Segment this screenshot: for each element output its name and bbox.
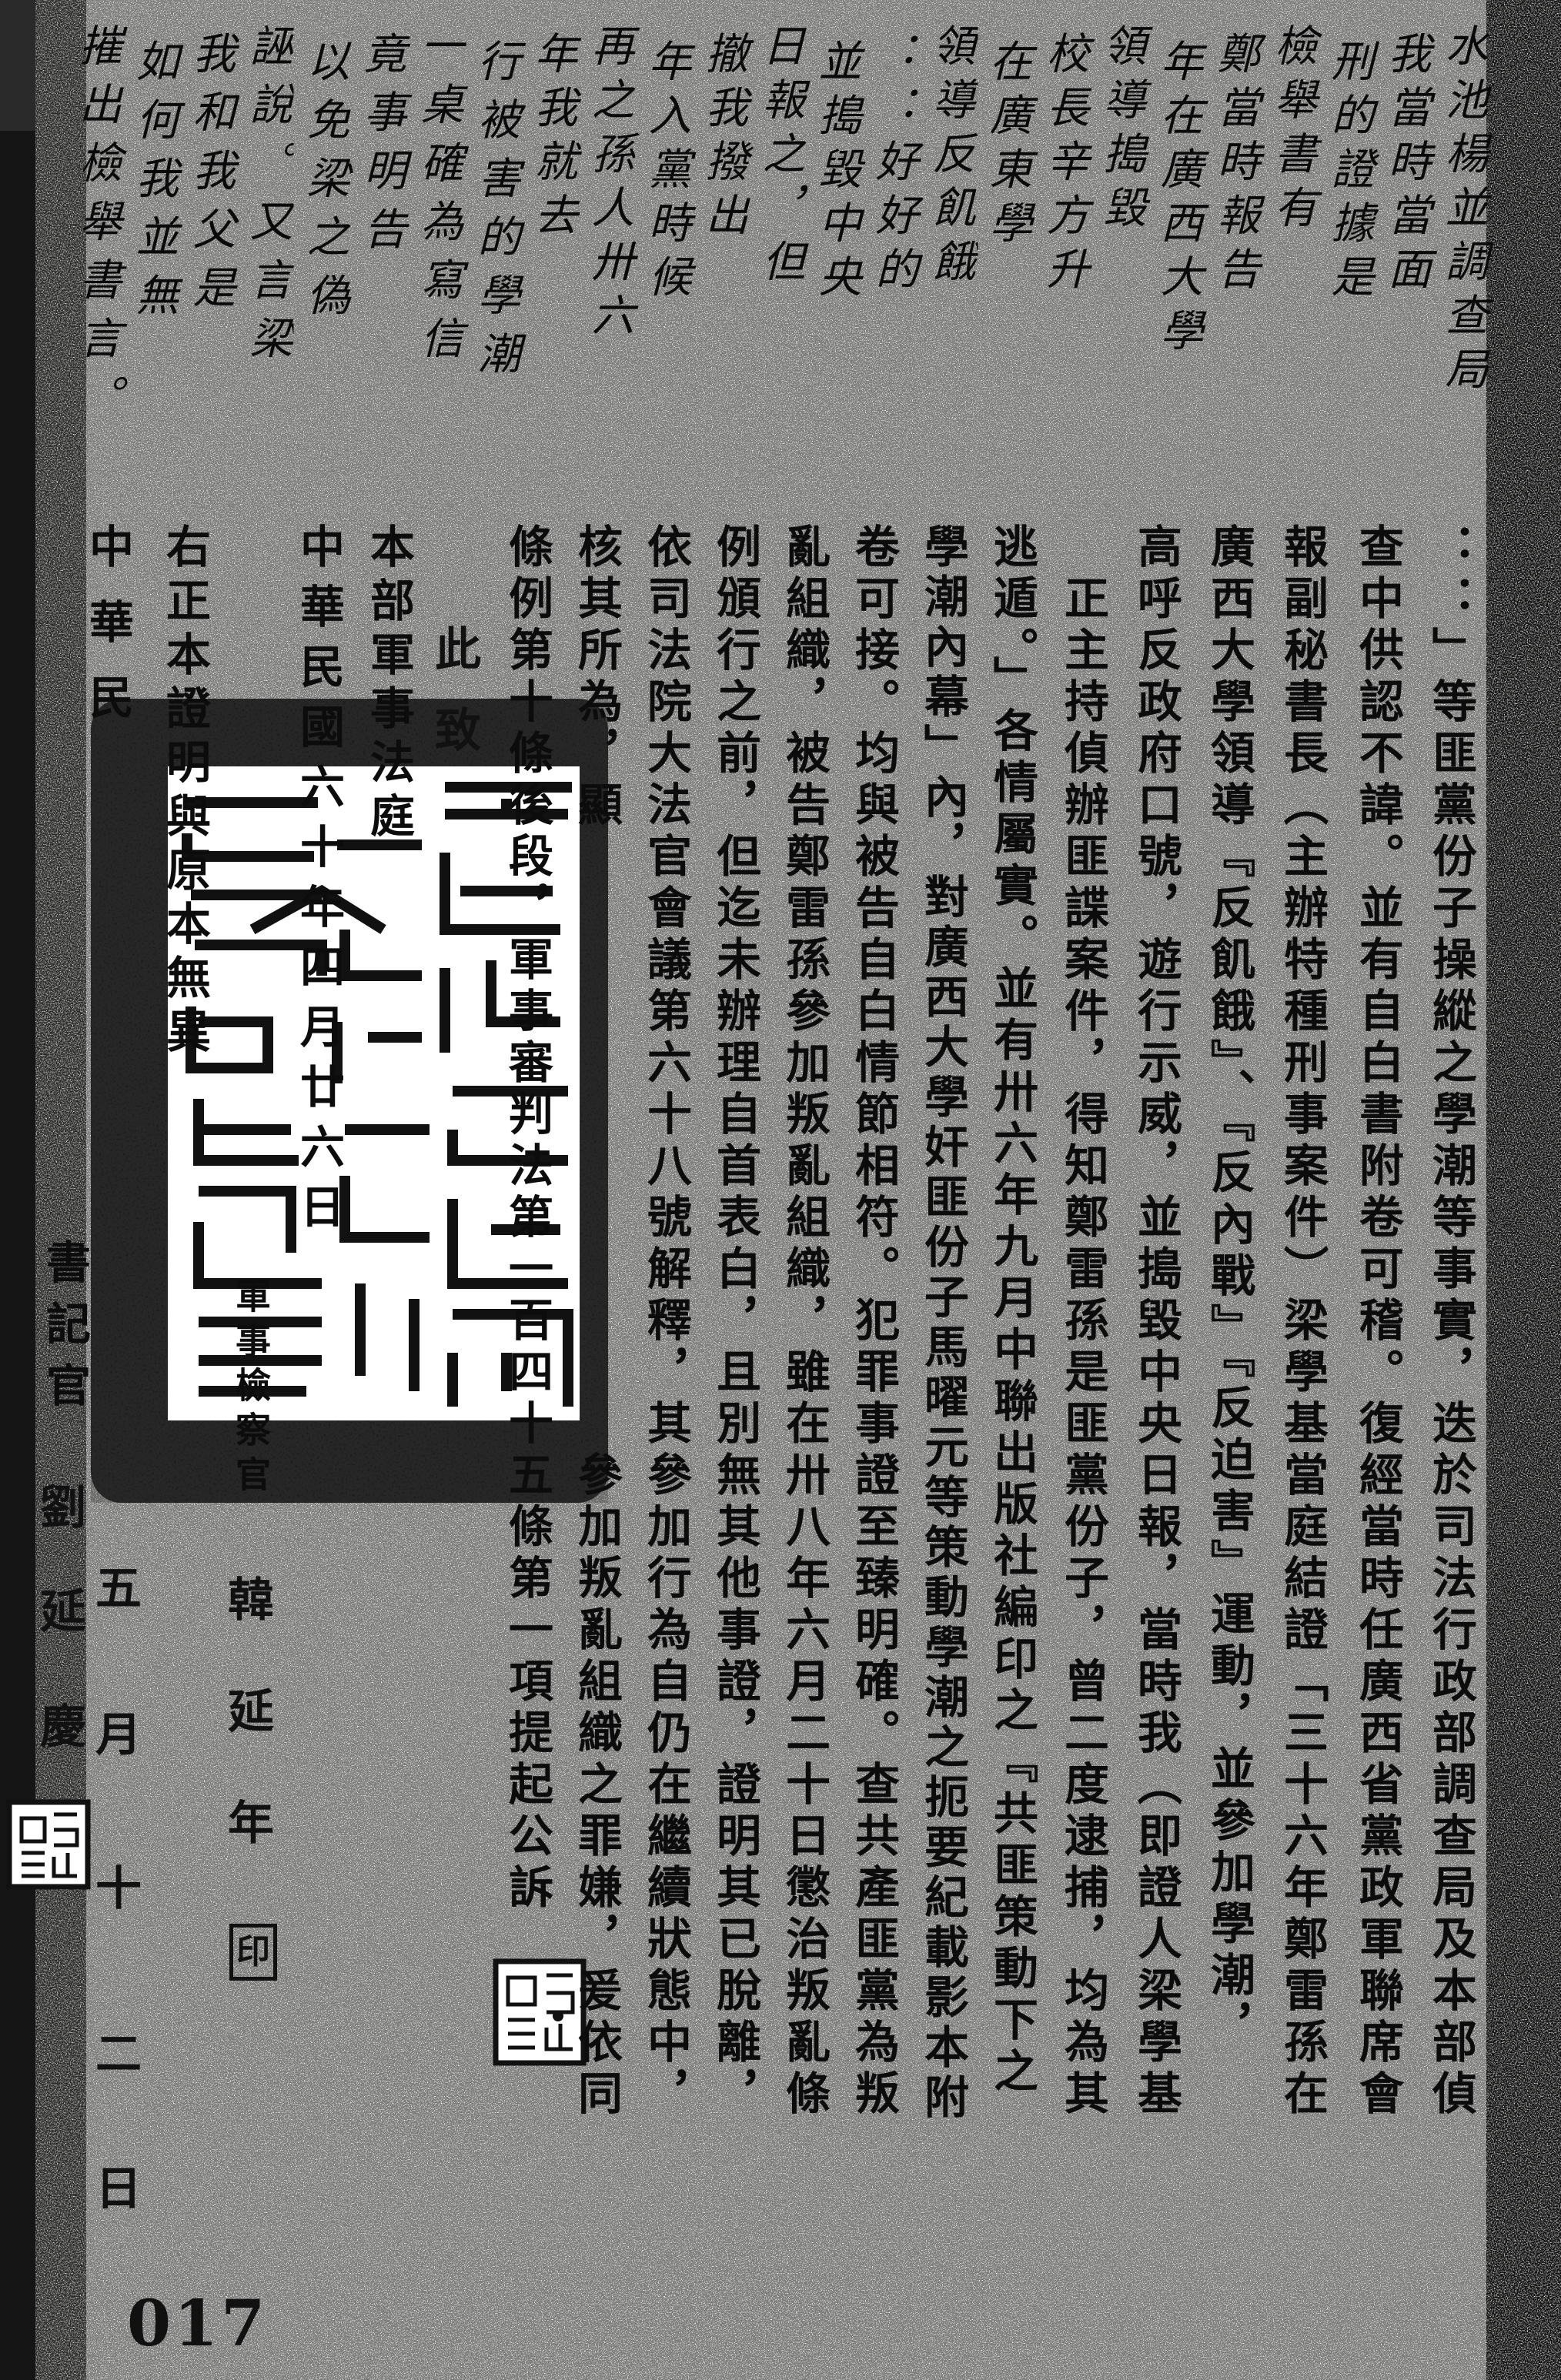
date-day-char: 日 <box>95 2162 142 2216</box>
date-day-10: 十 <box>95 1862 142 1916</box>
prosecutor-name-2: 延 <box>228 1685 274 1739</box>
body-column-13-bottom: 參加叛亂組織之罪嫌，爰依同 <box>570 1451 623 2121</box>
salutation-zhi: 致 <box>435 704 481 758</box>
page-number: 017 <box>127 2287 269 2361</box>
handwritten-note-13: 日報之，但 <box>755 23 805 292</box>
handwritten-note-18: 行被害的學潮 <box>470 38 520 389</box>
handwritten-note-1: 水池楊並調查局 <box>1438 23 1488 400</box>
clerk-name-2: 延 <box>40 1585 86 1639</box>
body-column-10: 亂組織，被告鄭雷孫參加叛亂組織，雖在卅八年六月二十日懲治叛亂條 <box>778 523 831 2121</box>
handwritten-note-16: 再之孫人卅六 <box>584 23 634 346</box>
handwritten-note-5: 鄭當時報告 <box>1210 31 1260 300</box>
body-column-12: 依司法院大法官會議第六十八號解釋，其參加行為自仍在繼續狀態中， <box>640 523 692 2121</box>
handwritten-note-9: 在廣東學 <box>982 38 1032 254</box>
handwritten-note-25: 摧出檢舉書言。 <box>72 23 122 432</box>
body-column-3: 報副秘書長（主辦特種刑事案件）梁學基當庭結證「三十六年鄭雷孫在 <box>1276 523 1329 2121</box>
prosecutor-title: 軍事檢察官 <box>230 1277 272 1500</box>
date-month-char: 月 <box>95 1708 142 1762</box>
body-column-13-top: 核其所為，顯 <box>570 523 623 833</box>
body-column-14: 條例第十條後段，軍事審判法第一百四十五條第一項提起公訴 <box>501 523 553 1915</box>
salutation-ci: 此 <box>435 623 481 677</box>
body-column-6: 正主持偵辦匪諜案件，得知鄭雷孫是匪黨份子，曾二度逮捕，均為其 <box>1057 523 1109 2121</box>
handwritten-note-17: 年我就去 <box>527 31 577 246</box>
date-day-2: 二 <box>95 2028 142 2081</box>
handwritten-note-14: 撤我撥出 <box>698 31 748 246</box>
handwritten-note-11: ：：好好的 <box>868 31 918 300</box>
seal-mark: 印 <box>229 1924 277 1981</box>
indictment-date: 中華民國六十年四月廿六日 <box>292 523 345 1243</box>
handwritten-note-12: 並搗毀中央 <box>811 38 861 308</box>
handwritten-note-23: 我和我父是 <box>186 31 236 323</box>
date-month-5: 五 <box>95 1562 142 1616</box>
handwritten-note-3: 刑的證據是 <box>1324 38 1374 308</box>
body-column-4: 廣西大學領導『反飢餓』、『反內戰』『反迫害』運動，並參加學潮， <box>1203 523 1255 2055</box>
binding-edge-shadow <box>0 131 35 2380</box>
body-column-8: 學潮內幕」內，對廣西大學奸匪份子馬曜元等策動學潮之扼要紀載影本附 <box>917 523 969 2124</box>
handwritten-note-6: 年在廣西大學 <box>1153 38 1203 362</box>
handwritten-note-21: 以免梁之偽 <box>299 38 349 331</box>
clerk-title: 書記官 <box>38 1239 91 1424</box>
handwritten-note-4: 檢舉書有 <box>1267 23 1317 239</box>
clerk-name-3: 慶 <box>40 1701 86 1754</box>
handwritten-note-22: 誣說。又言梁 <box>242 23 292 374</box>
recipient-military-court: 本部軍事法庭 <box>363 523 415 846</box>
handwritten-note-24: 如何我並無 <box>129 38 179 331</box>
handwritten-note-2: 我當時當面 <box>1381 31 1431 300</box>
body-column-9: 卷可接。均與被告自白情節相符。犯罪事證至臻明確。查共產匪黨為叛 <box>847 523 900 2121</box>
handwritten-note-10: 領導反飢餓 <box>925 23 975 292</box>
body-column-2: 查中供認不諱。並有自白書附卷可稽。復經當時任廣西省黨政軍聯席會 <box>1352 523 1404 2121</box>
certification-statement: 右正本證明與原本無異 <box>159 523 211 1062</box>
handwritten-note-8: 校長辛方升 <box>1039 31 1089 300</box>
handwritten-note-15: 年入黨時候 <box>641 38 691 308</box>
handwritten-note-19: 一桌確為寫信 <box>413 23 463 374</box>
body-column-5: 高呼反政府口號，遊行示威，並搗毀中央日報，當時我（即證人梁學基 <box>1130 523 1182 2121</box>
clerk-name-1: 劉 <box>40 1481 86 1535</box>
handwritten-note-20: 竟事明告 <box>356 31 406 265</box>
prosecutor-name-3: 年 <box>228 1797 274 1851</box>
clerk-personal-seal <box>6 1799 91 1890</box>
prosecutor-name-1: 韓 <box>228 1574 274 1627</box>
handwritten-note-7: 領導搗毀 <box>1096 23 1146 239</box>
certification-date-prefix: 中華民 <box>82 523 134 749</box>
body-column-7: 逃遁。」各情屬實。並有卅六年九月中聯出版社編印之『共匪策動下之 <box>986 523 1038 2099</box>
body-column-11: 例頒行之前，但迄未辦理自首表白，且別無其他事證，證明其已脫離， <box>709 523 761 2121</box>
binding-edge <box>0 0 35 131</box>
body-column-1: ：：」等匪黨份子操縱之學潮等事實，迭於司法行政部調查局及本部偵 <box>1425 523 1477 2121</box>
